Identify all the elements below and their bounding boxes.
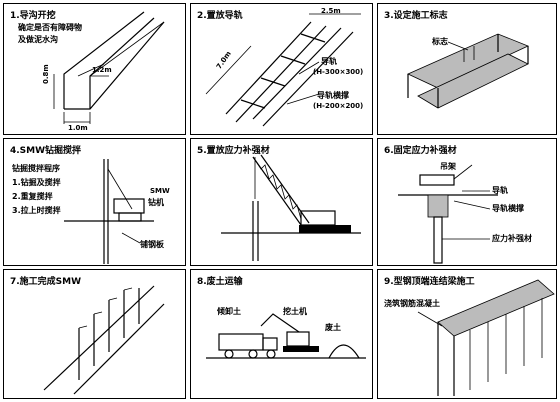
capping-beam-drawing (417, 279, 555, 396)
panel-title: 5.置放应力补强材 (197, 146, 270, 156)
note-line: 及做泥水沟 (18, 35, 58, 44)
panel-title: 2.置放导轨 (197, 11, 243, 21)
construction-steps-diagram: 1.导沟开挖 确定是否有障碍物 及做泥水沟 1.2m 0.8m 1.0m 2.置… (3, 3, 557, 399)
part-label: 导轨 (492, 186, 508, 195)
part-label: 铺钢板 (140, 240, 164, 249)
panel-title: 3.设定施工标志 (384, 11, 448, 21)
panel-step-3: 3.设定施工标志 标志 (377, 3, 557, 135)
note-line: 3.拉上时搅拌 (12, 206, 61, 215)
part-label: 导轨 (321, 57, 337, 66)
smw-drilling-rig-drawing (64, 159, 154, 264)
panel-step-9: 9.型钢顶端连结梁施工 浇筑钢筋混凝土 (377, 269, 557, 399)
panel-title: 9.型钢顶端连结梁施工 (384, 277, 475, 287)
note-line: 钻掘搅拌程序 (12, 164, 60, 173)
panel-title: 6.固定应力补强材 (384, 146, 457, 156)
dimension-label: 1.2m (92, 66, 112, 74)
part-label: (H-200×200) (313, 102, 364, 110)
part-label: 吊架 (440, 162, 456, 171)
fix-steel-drawing (398, 164, 498, 264)
soil-transport-drawing (206, 313, 366, 359)
dimension-label: 1.0m (68, 124, 88, 132)
part-label: 废土 (325, 323, 341, 332)
part-label: 浇筑钢筋混凝土 (384, 299, 440, 308)
construction-mark-drawing (407, 33, 530, 109)
dimension-label: 0.8m (42, 64, 50, 84)
guide-rail-drawing (205, 13, 361, 127)
panel-step-1: 1.导沟开挖 确定是否有障碍物 及做泥水沟 1.2m 0.8m 1.0m (3, 3, 186, 135)
panel-title: 4.SMW钻掘搅拌 (10, 146, 82, 156)
panel-title: 7.施工完成SMW (10, 277, 82, 287)
completed-smw-wall-drawing (43, 285, 165, 395)
part-label: 应力补强材 (492, 234, 532, 243)
note-line: 确定是否有障碍物 (18, 23, 82, 32)
part-label: 标志 (432, 37, 448, 46)
part-label: 钻机 (148, 198, 164, 207)
part-label: (H-300×300) (313, 68, 364, 76)
part-label: 倾卸土 (217, 307, 241, 316)
panel-step-4: 4.SMW钻掘搅拌 钻掘搅拌程序 1.钻掘及搅拌 2.重复搅拌 3.拉上时搅拌 … (3, 138, 186, 266)
panel-step-5: 5.置放应力补强材 (190, 138, 373, 266)
panel-step-8: 8.废土运输 倾卸土 挖土机 废土 (190, 269, 373, 399)
dimension-label: 2.5m (321, 7, 341, 15)
panel-title: 1.导沟开挖 (10, 11, 56, 21)
note-line: 2.重复搅拌 (12, 192, 53, 201)
part-label: 导轨横撑 (492, 204, 524, 213)
part-label: 挖土机 (283, 307, 307, 316)
trench-excavation-drawing (53, 11, 165, 124)
part-label: SMW (150, 187, 170, 195)
panel-title: 8.废土运输 (197, 277, 243, 287)
panel-step-6: 6.固定应力补强材 吊架 导轨 导轨横撑 应力补强材 (377, 138, 557, 266)
part-label: 导轨横撑 (317, 91, 349, 100)
crane-placing-steel-drawing (221, 154, 361, 261)
note-line: 1.钻掘及搅拌 (12, 178, 61, 187)
panel-step-2: 2.置放导轨 2.5m 7.0m 导轨 (H-300×300) 导轨横撑 (H-… (190, 3, 373, 135)
panel-step-7: 7.施工完成SMW (3, 269, 186, 399)
